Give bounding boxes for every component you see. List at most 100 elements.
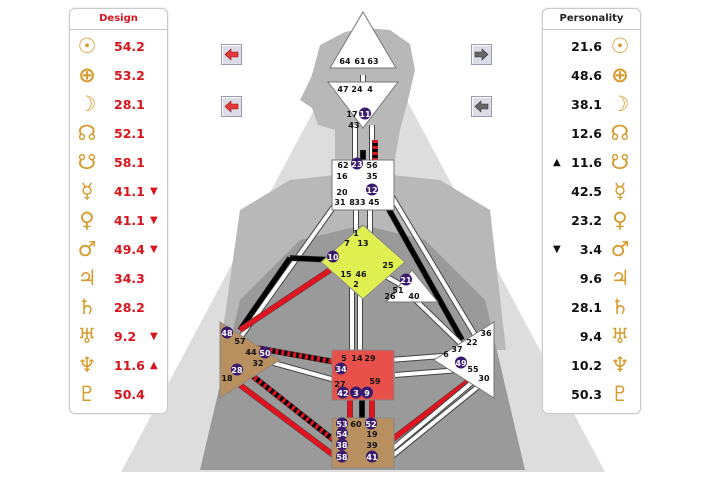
gate-59: 59 [369, 377, 381, 386]
personality-panel: Personality ☉21.6⊕48.6☽38.1☊12.6☋11.6▲☿4… [542, 8, 641, 414]
personality-title: Personality [543, 9, 640, 30]
channel-personality [375, 188, 465, 342]
arrow-left-gray-icon [474, 100, 489, 113]
arrow-left-red-icon [224, 48, 239, 61]
personality-row-sun: ☉21.6 [543, 32, 640, 61]
saturn-icon: ♄ [610, 295, 630, 319]
gate-34-marker [335, 362, 347, 375]
gate-21-marker [400, 273, 412, 286]
gate-43: 43 [348, 121, 359, 130]
jupiter-icon: ♃ [610, 266, 630, 290]
moon-icon: ☽ [77, 92, 97, 116]
gate-14: 14 [351, 354, 363, 363]
personality-row-south-node: ☋11.6▲ [543, 148, 640, 177]
moon-icon: ☽ [610, 92, 630, 116]
design-prev-button[interactable] [221, 44, 242, 65]
personality-next-button[interactable] [471, 44, 492, 65]
design-gate-line: 41.1 [114, 213, 145, 228]
channel-inactive [238, 193, 344, 340]
gate-41-marker [366, 450, 378, 463]
gate-57: 57 [234, 337, 245, 346]
head-center [329, 11, 397, 69]
earth-icon: ⊕ [78, 63, 96, 87]
south-node-icon: ☋ [77, 150, 97, 174]
gate-3: 3 [353, 389, 359, 398]
gate-7: 7 [344, 239, 350, 248]
channel-both-stripe [239, 342, 336, 365]
gate-16: 16 [336, 172, 348, 181]
gate-56: 56 [366, 161, 378, 170]
gate-33: 33 [354, 198, 365, 207]
channel-inactive [383, 378, 477, 457]
ajna-center [326, 81, 400, 129]
personality-gate-line: 28.1 [571, 300, 602, 315]
gate-55: 55 [467, 365, 479, 374]
design-gate-line: 50.4 [114, 387, 145, 402]
personality-gate-line: 3.4 [579, 242, 602, 257]
gate-48-marker [221, 326, 233, 339]
personality-row-saturn: ♄ 28.1 [543, 293, 640, 322]
gate-61: 61 [354, 57, 366, 66]
channel-inactive [386, 188, 480, 342]
personality-gate-line: 9.4 [579, 329, 602, 344]
personality-arrow: ▲ [553, 157, 561, 168]
gate-9-marker [361, 386, 373, 399]
gate-20: 20 [336, 188, 348, 197]
gate-23-marker [351, 157, 363, 170]
personality-gate-line: 10.2 [571, 358, 602, 373]
gate-12: 12 [366, 186, 377, 195]
arrow-right-gray-icon [474, 48, 489, 61]
gate-38-marker [336, 438, 348, 451]
gate-1: 1 [353, 229, 359, 238]
gate-6: 6 [443, 350, 449, 359]
gate-8: 8 [349, 198, 355, 207]
channel-design [383, 378, 472, 447]
design-row-jupiter: ♃34.3 [70, 264, 167, 293]
gate-39: 39 [366, 441, 378, 450]
design-row-mercury: ☿41.1▼ [70, 177, 167, 206]
personality-row-mercury: ☿42.5 [543, 177, 640, 206]
channel-inactive [394, 368, 461, 377]
personality-gate-line: 21.6 [571, 39, 602, 54]
gate-38: 38 [336, 441, 348, 450]
design-gate-line: 49.4 [114, 242, 145, 257]
gate-23: 23 [351, 160, 362, 169]
saturn-icon: ♄ [77, 295, 97, 319]
gate-9: 9 [364, 389, 370, 398]
gate-49-marker [455, 356, 467, 369]
design-gate-line: 54.2 [114, 39, 145, 54]
gate-40: 40 [408, 292, 420, 301]
arrow-left-red-icon [224, 100, 239, 113]
channel-design [238, 267, 332, 333]
personality-row-jupiter: ♃9.6 [543, 264, 640, 293]
jupiter-icon: ♃ [77, 266, 97, 290]
design-row-earth: ⊕53.2 [70, 61, 167, 90]
gate-42: 42 [337, 389, 348, 398]
heart-center [384, 269, 440, 303]
personality-arrow: ▼ [553, 244, 561, 255]
gate-13: 13 [357, 239, 368, 248]
gate-11-marker [359, 107, 371, 120]
uranus-icon: ♅ [77, 324, 97, 348]
gate-28: 28 [231, 366, 243, 375]
personality-prev-button[interactable] [471, 96, 492, 117]
design-row-pluto: ♇50.4 [70, 380, 167, 409]
personality-row-pluto: ♇50.3 [543, 380, 640, 409]
design-row-south-node: ☋58.1 [70, 148, 167, 177]
gate-12-marker [366, 183, 378, 196]
design-row-mars: ♂49.4▼ [70, 235, 167, 264]
gate-44: 44 [245, 348, 257, 357]
design-panel: Design ☉54.2⊕53.2☽28.1☊52.1☋58.1☿41.1▼♀4… [69, 8, 168, 414]
gate-24: 24 [351, 85, 363, 94]
gate-19: 19 [366, 430, 378, 439]
gate-10-marker [327, 250, 339, 263]
gate-54: 54 [336, 430, 348, 439]
design-arrow: ▼ [150, 331, 158, 342]
gate-41: 41 [366, 453, 378, 462]
design-prev-step-button[interactable] [221, 96, 242, 117]
north-node-icon: ☊ [77, 121, 97, 145]
gate-22: 22 [466, 338, 477, 347]
gate-62: 62 [337, 161, 348, 170]
design-arrow: ▲ [150, 360, 158, 371]
design-gate-line: 28.2 [114, 300, 145, 315]
